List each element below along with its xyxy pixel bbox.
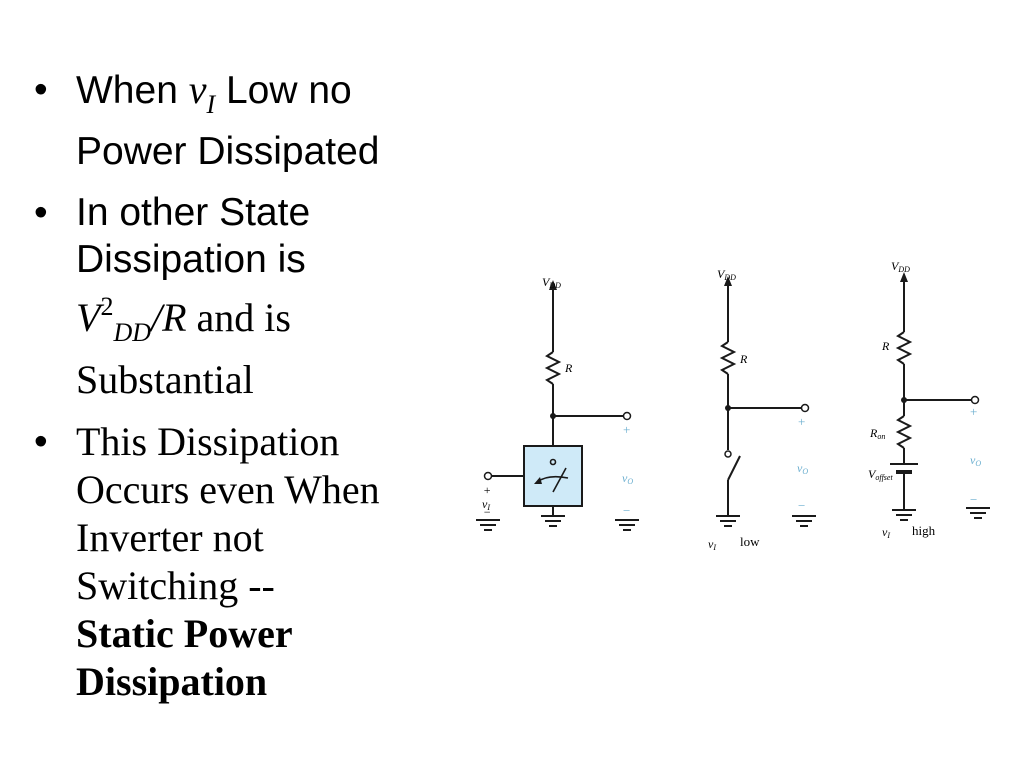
input-minus-label: − (483, 505, 491, 519)
output-junction-dot (725, 405, 731, 411)
bullet-2-line-2: Dissipation is (76, 238, 306, 281)
switch-contact-top (549, 458, 557, 466)
bullet-2-math-v: V (76, 295, 101, 340)
input-plus-label: + (483, 483, 491, 497)
resistor-label: R (881, 339, 890, 353)
bullet-3-line-2: Occurs even When (76, 467, 380, 512)
bullet-1-text-start: When (76, 69, 189, 112)
switch-contact (724, 450, 732, 458)
open-switch-blade (727, 455, 741, 481)
vi-label: vI (882, 525, 890, 540)
output-junction-dot (550, 413, 556, 419)
output-terminal (970, 395, 980, 405)
bullet-marker: • (34, 191, 48, 234)
bullet-2-math-sub: DD (113, 318, 151, 347)
vdd-label: VDD (542, 275, 561, 290)
vo-label: vO (797, 461, 808, 476)
bullet-2-math-r: /R (151, 295, 187, 340)
output-plus-label: + (970, 404, 977, 419)
bullet-1-var: v (188, 67, 207, 112)
vo-label: vO (970, 453, 981, 468)
output-minus-label: − (623, 503, 630, 518)
inverter-input-high-circuit: VDD R Ron Voffset + vO − vI high (868, 259, 990, 540)
output-minus-label: − (970, 492, 977, 507)
ron-label: Ron (869, 426, 885, 441)
bullet-3-line-1: This Dissipation (76, 419, 340, 464)
input-terminal (483, 471, 493, 481)
bullet-3-line-4: Switching -- (76, 563, 275, 608)
bullet-2-line-1: In other State (76, 191, 311, 234)
switch-arrow-icon (534, 477, 542, 484)
resistor-label: R (564, 361, 573, 375)
output-plus-label: + (798, 414, 805, 429)
voffset-label: Voffset (868, 467, 893, 482)
resistor-ron (895, 415, 913, 449)
vdd-label: VDD (717, 267, 736, 282)
bullet-2-line-4: Substantial (76, 357, 254, 402)
output-terminal (800, 403, 810, 413)
bullet-3: • This Dissipation Occurs even When Inve… (30, 418, 450, 706)
vdd-label: VDD (891, 259, 910, 274)
inverter-switch-circuit: VDD R + vO − + vI − (476, 275, 639, 531)
resistor-r (719, 341, 737, 375)
vdd-arrow-icon (900, 272, 908, 282)
input-state-low-label: low (740, 534, 760, 549)
bullet-2: • In other State Dissipation is V2DD/R a… (30, 189, 450, 404)
bullet-1-text-end: Low no (215, 69, 352, 112)
vdd-arrow-icon (724, 276, 732, 286)
output-junction-dot (901, 397, 907, 403)
bullet-1-var-sub: I (206, 90, 216, 119)
vdd-arrow-icon (549, 280, 557, 290)
bullet-1: • When vI Low no Power Dissipated (30, 66, 450, 175)
output-minus-label: − (798, 498, 805, 513)
bullet-2-line-3-end: and is (186, 295, 291, 340)
bullet-3-bold-2: Dissipation (76, 659, 268, 704)
bullet-marker: • (34, 68, 48, 111)
output-terminal (622, 411, 632, 421)
switch-blade (552, 467, 567, 493)
inverter-input-low-circuit: VDD R + vO − vI low (708, 267, 816, 552)
bullet-3-bold-1: Static Power (76, 611, 293, 656)
bullet-marker: • (34, 420, 48, 463)
output-plus-label: + (623, 422, 630, 437)
bullet-1-line-2: Power Dissipated (76, 130, 380, 173)
resistor-r (895, 331, 913, 365)
bullet-3-line-3: Inverter not (76, 515, 264, 560)
input-state-high-label: high (912, 523, 936, 538)
vo-label: vO (622, 471, 633, 486)
bullet-2-math-sup: 2 (100, 292, 114, 321)
resistor-r (544, 351, 562, 385)
resistor-label: R (739, 352, 748, 366)
bullet-list: • When vI Low no Power Dissipated • In o… (30, 66, 450, 720)
vi-label: vI (708, 537, 716, 552)
vi-label: vI (482, 497, 490, 512)
